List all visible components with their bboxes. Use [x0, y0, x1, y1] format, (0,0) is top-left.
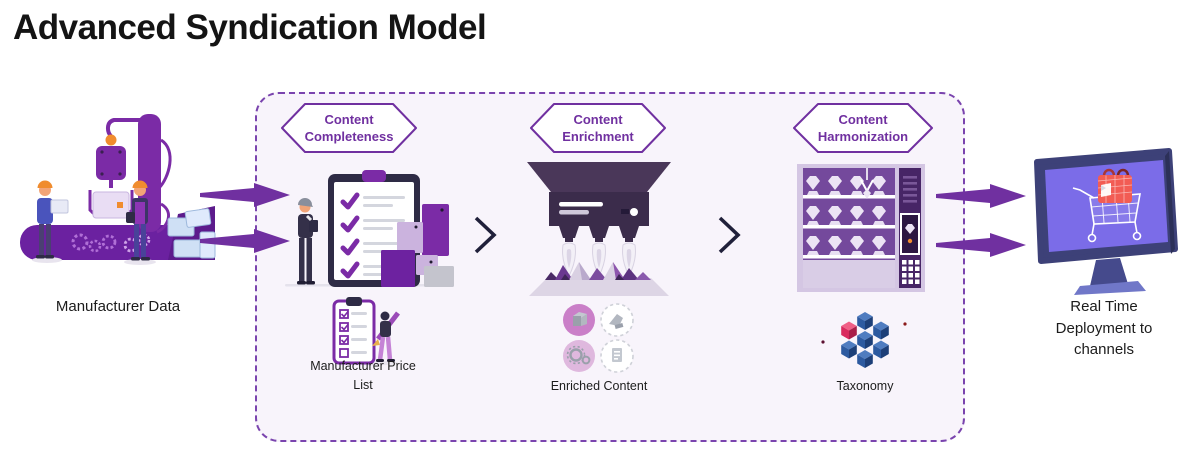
checklist-clipboard-illustration	[285, 170, 454, 287]
artifact-label-taxonomy: Taxonomy	[836, 379, 894, 393]
destination-label: Real Time Deployment to channels	[1055, 298, 1153, 358]
badge-label: Content Enrichment	[562, 112, 634, 144]
badge-content-enrichment: Content Enrichment	[530, 103, 666, 153]
artifact-label-price-list: Manufacturer Price List	[310, 359, 416, 392]
chevron-right-icon	[474, 216, 497, 254]
hexagon-badge-shape	[530, 103, 666, 153]
gem-display-illustration	[797, 164, 925, 292]
hexagon-badge-shape	[281, 103, 417, 153]
source-label: Manufacturer Data	[55, 298, 181, 315]
badge-content-completeness: Content Completeness	[281, 103, 417, 153]
badge-label: Content Harmonization	[817, 112, 909, 144]
badge-label: Content Completeness	[304, 112, 394, 144]
price-list-clipboard-icon	[332, 297, 400, 366]
page-title: Advanced Syndication Model	[13, 8, 487, 47]
arrow-right-icon	[936, 184, 1026, 208]
chevron-right-icon	[718, 216, 741, 254]
enrichment-machine-illustration	[527, 162, 671, 296]
hexagon-badge-shape	[793, 103, 933, 153]
content-circles-icon	[563, 303, 634, 373]
artifact-label-enriched-content: Enriched Content	[550, 379, 648, 393]
arrow-right-icon	[200, 229, 290, 253]
hexagon-cluster-icon	[821, 312, 907, 368]
monitor-shopping-cart-illustration	[1034, 148, 1178, 295]
factory-conveyor-illustration	[20, 114, 216, 265]
badge-content-harmonization: Content Harmonization	[793, 103, 933, 153]
arrow-right-icon	[200, 183, 290, 207]
arrow-right-icon	[936, 233, 1026, 257]
